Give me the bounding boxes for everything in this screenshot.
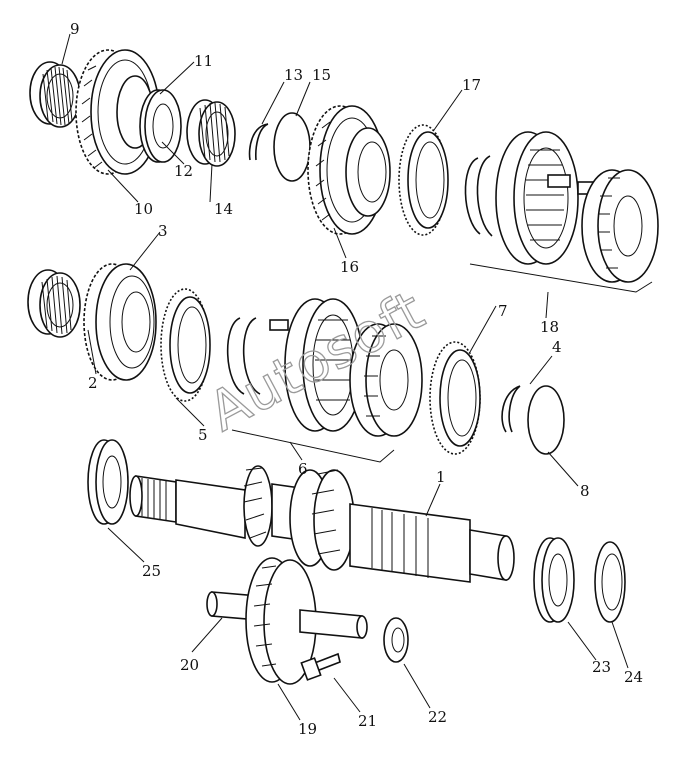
helical-gear-16	[307, 105, 391, 235]
callout-7: 7	[498, 302, 508, 320]
shim-24	[594, 541, 626, 623]
callout-6: 6	[298, 460, 308, 478]
callout-19: 19	[298, 720, 317, 738]
ball-bearing-23	[533, 537, 575, 623]
bracket-6	[231, 429, 395, 463]
needle-bearing-9	[29, 61, 81, 128]
spring-ring-row1	[464, 155, 493, 237]
callout-25: 25	[142, 562, 161, 580]
callout-17: 17	[462, 76, 481, 94]
key-row2	[269, 319, 289, 331]
callout-1: 1	[436, 468, 446, 486]
snap-ring-4	[501, 385, 521, 433]
callout-16: 16	[340, 258, 359, 276]
washer-22	[383, 617, 409, 663]
callout-11: 11	[194, 52, 213, 70]
lead-20	[191, 617, 223, 653]
callout-22: 22	[428, 708, 447, 726]
countershaft-gear-19	[206, 557, 368, 685]
circlip-8	[527, 385, 565, 455]
callout-20: 20	[180, 656, 199, 674]
circlip-15	[273, 112, 311, 182]
synchro-hub-18	[495, 131, 659, 283]
needle-bearing-2	[27, 269, 81, 338]
ball-bearing-25	[87, 439, 129, 525]
bolt-21	[300, 652, 341, 681]
spring-ring-row2	[226, 317, 261, 395]
callout-21: 21	[358, 712, 377, 730]
needle-bearing-14	[186, 99, 236, 167]
callout-8: 8	[580, 482, 590, 500]
callout-9: 9	[70, 20, 80, 38]
callout-18: 18	[540, 318, 559, 336]
callouts: 1 2 3 4 5 6 7 8 9 10 11 12 13 14 15 16 1…	[70, 20, 643, 738]
leader-lines	[61, 33, 629, 721]
main-shaft-1	[129, 465, 515, 583]
bracket-18	[469, 263, 653, 293]
snap-ring-13	[248, 123, 269, 161]
callout-14: 14	[214, 200, 233, 218]
synchro-ring-7	[429, 341, 481, 455]
callout-3: 3	[158, 222, 168, 240]
callout-15: 15	[312, 66, 331, 84]
callout-23: 23	[592, 658, 611, 676]
callout-10: 10	[134, 200, 153, 218]
callout-2: 2	[88, 374, 98, 392]
synchro-hub-6	[284, 298, 423, 437]
callout-24: 24	[624, 668, 643, 686]
synchro-ring-5	[160, 288, 211, 402]
callout-5: 5	[198, 426, 208, 444]
ring-11	[139, 89, 182, 163]
callout-4: 4	[552, 338, 562, 356]
synchro-ring-17	[398, 124, 449, 236]
callout-12: 12	[174, 162, 193, 180]
callout-13: 13	[284, 66, 303, 84]
helical-gear-3	[83, 263, 157, 381]
